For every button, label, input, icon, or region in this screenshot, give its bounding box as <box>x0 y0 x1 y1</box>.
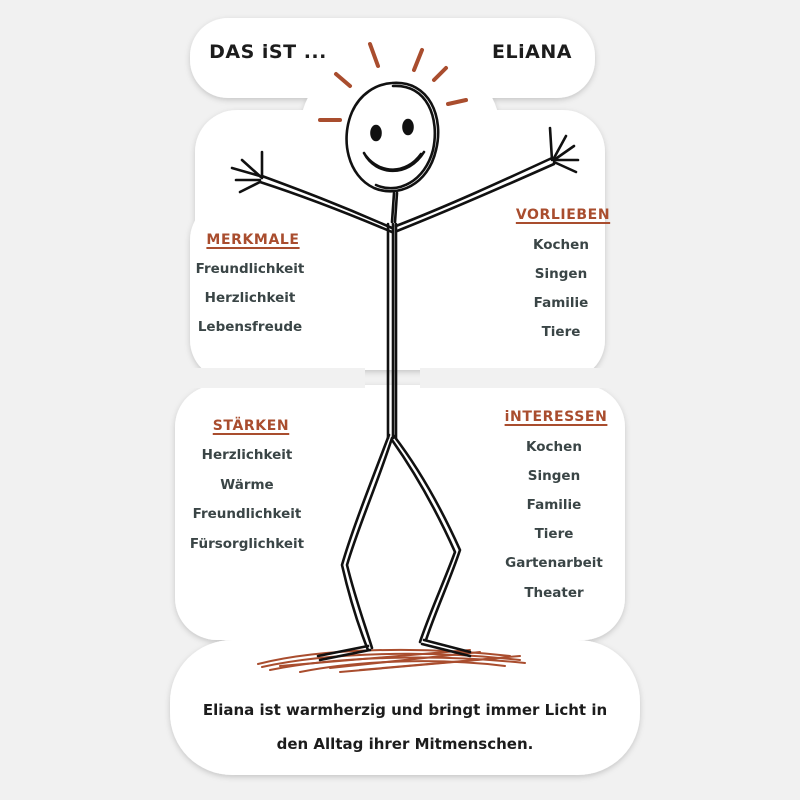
heading-staerken: STÄRKEN <box>212 418 290 434</box>
interessen-item: Familie <box>526 497 582 513</box>
vorlieben-item: Singen <box>534 266 588 282</box>
merkmale-item: Herzlichkeit <box>204 290 296 306</box>
vorlieben-item: Tiere <box>541 324 581 340</box>
staerken-item: Fürsorglichkeit <box>189 536 305 552</box>
staerken-item: Wärme <box>220 477 274 493</box>
interessen-item: Gartenarbeit <box>505 555 603 571</box>
vorlieben-item: Familie <box>533 295 589 311</box>
interessen-item: Singen <box>527 468 581 484</box>
title-left: DAS iST ... <box>209 41 327 63</box>
caption-line-2: den Alltag ihrer Mitmenschen. <box>276 735 534 753</box>
merkmale-item: Freundlichkeit <box>195 261 305 277</box>
stick-figure <box>230 81 580 662</box>
sticker-background <box>170 18 640 775</box>
staerken-item: Herzlichkeit <box>201 447 293 463</box>
interessen-item: Theater <box>524 585 584 601</box>
interessen-item: Tiere <box>534 526 574 542</box>
caption-line-1: Eliana ist warmherzig und bringt immer L… <box>202 701 608 719</box>
sun-rays <box>318 42 468 122</box>
figure-head <box>345 81 440 193</box>
heading-merkmale: MERKMALE <box>206 232 300 248</box>
ground-scribble <box>257 648 526 673</box>
title-name: ELiANA <box>492 41 572 63</box>
merkmale-item: Lebensfreude <box>197 319 303 335</box>
heading-interessen: iNTERESSEN <box>504 409 608 425</box>
staerken-item: Freundlichkeit <box>192 506 302 522</box>
vorlieben-item: Kochen <box>533 237 589 253</box>
interessen-item: Kochen <box>526 439 582 455</box>
heading-vorlieben: VORLIEBEN <box>515 207 611 223</box>
